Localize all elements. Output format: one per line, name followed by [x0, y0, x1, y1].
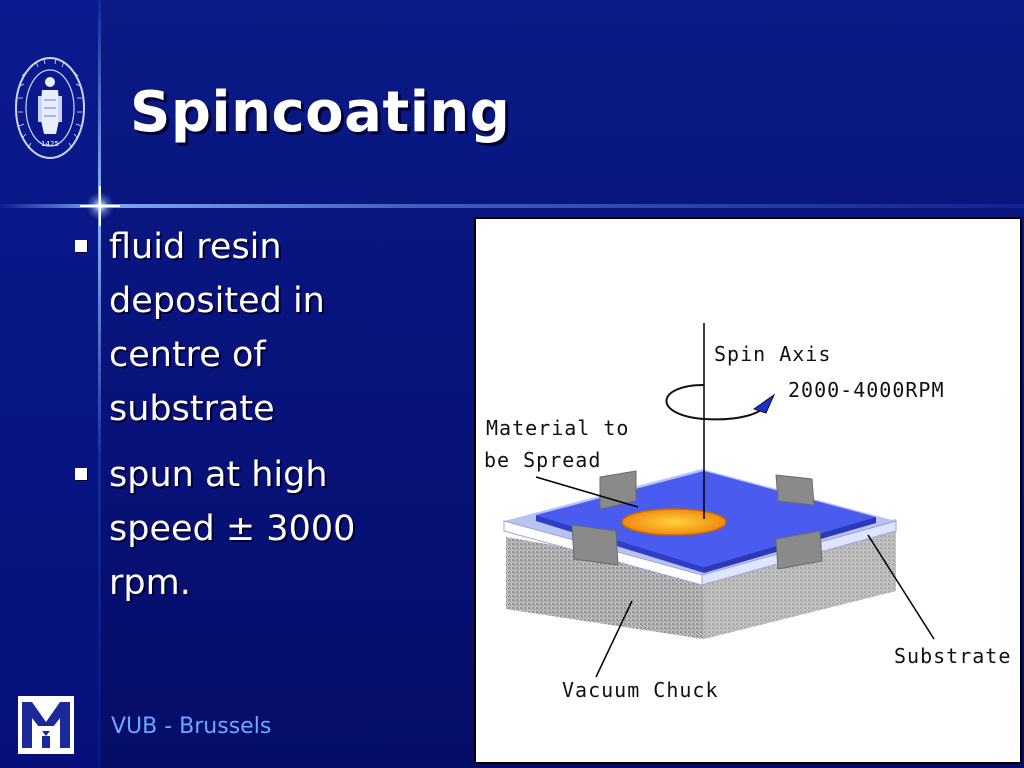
university-seal-logo: 1425	[15, 57, 85, 159]
square-bullet-icon	[75, 240, 87, 252]
label-material-line2: be Spread	[484, 448, 601, 472]
slide-title: Spincoating	[130, 80, 511, 145]
footer-text: VUB - Brussels	[111, 714, 272, 739]
seal-year: 1425	[41, 140, 59, 148]
resin-drop-shape	[621, 508, 727, 536]
label-spin-axis: Spin Axis	[714, 342, 831, 366]
sparkle-icon	[80, 186, 120, 226]
bullet-text: spun at high speed ± 3000 rpm.	[109, 455, 356, 603]
label-substrate: Substrate	[894, 644, 1011, 668]
label-material-line1: Material to	[486, 416, 629, 440]
horizontal-divider	[0, 204, 1024, 208]
bullet-item: fluid resin deposited in centre of subst…	[75, 220, 405, 436]
bullet-list: fluid resin deposited in centre of subst…	[75, 220, 405, 622]
label-rpm: 2000-4000RPM	[788, 378, 945, 402]
bullet-item: spun at high speed ± 3000 rpm.	[75, 448, 405, 610]
vertical-divider	[98, 0, 101, 768]
bullet-text: fluid resin deposited in centre of subst…	[109, 227, 325, 429]
vub-logo	[18, 696, 74, 754]
label-vacuum-chuck: Vacuum Chuck	[562, 678, 719, 702]
rotation-arrow-icon	[665, 384, 769, 421]
spincoating-diagram: Spin Axis 2000-4000RPM Material to be Sp…	[474, 217, 1022, 764]
square-bullet-icon	[75, 468, 87, 480]
clamp-shapes	[571, 470, 823, 570]
